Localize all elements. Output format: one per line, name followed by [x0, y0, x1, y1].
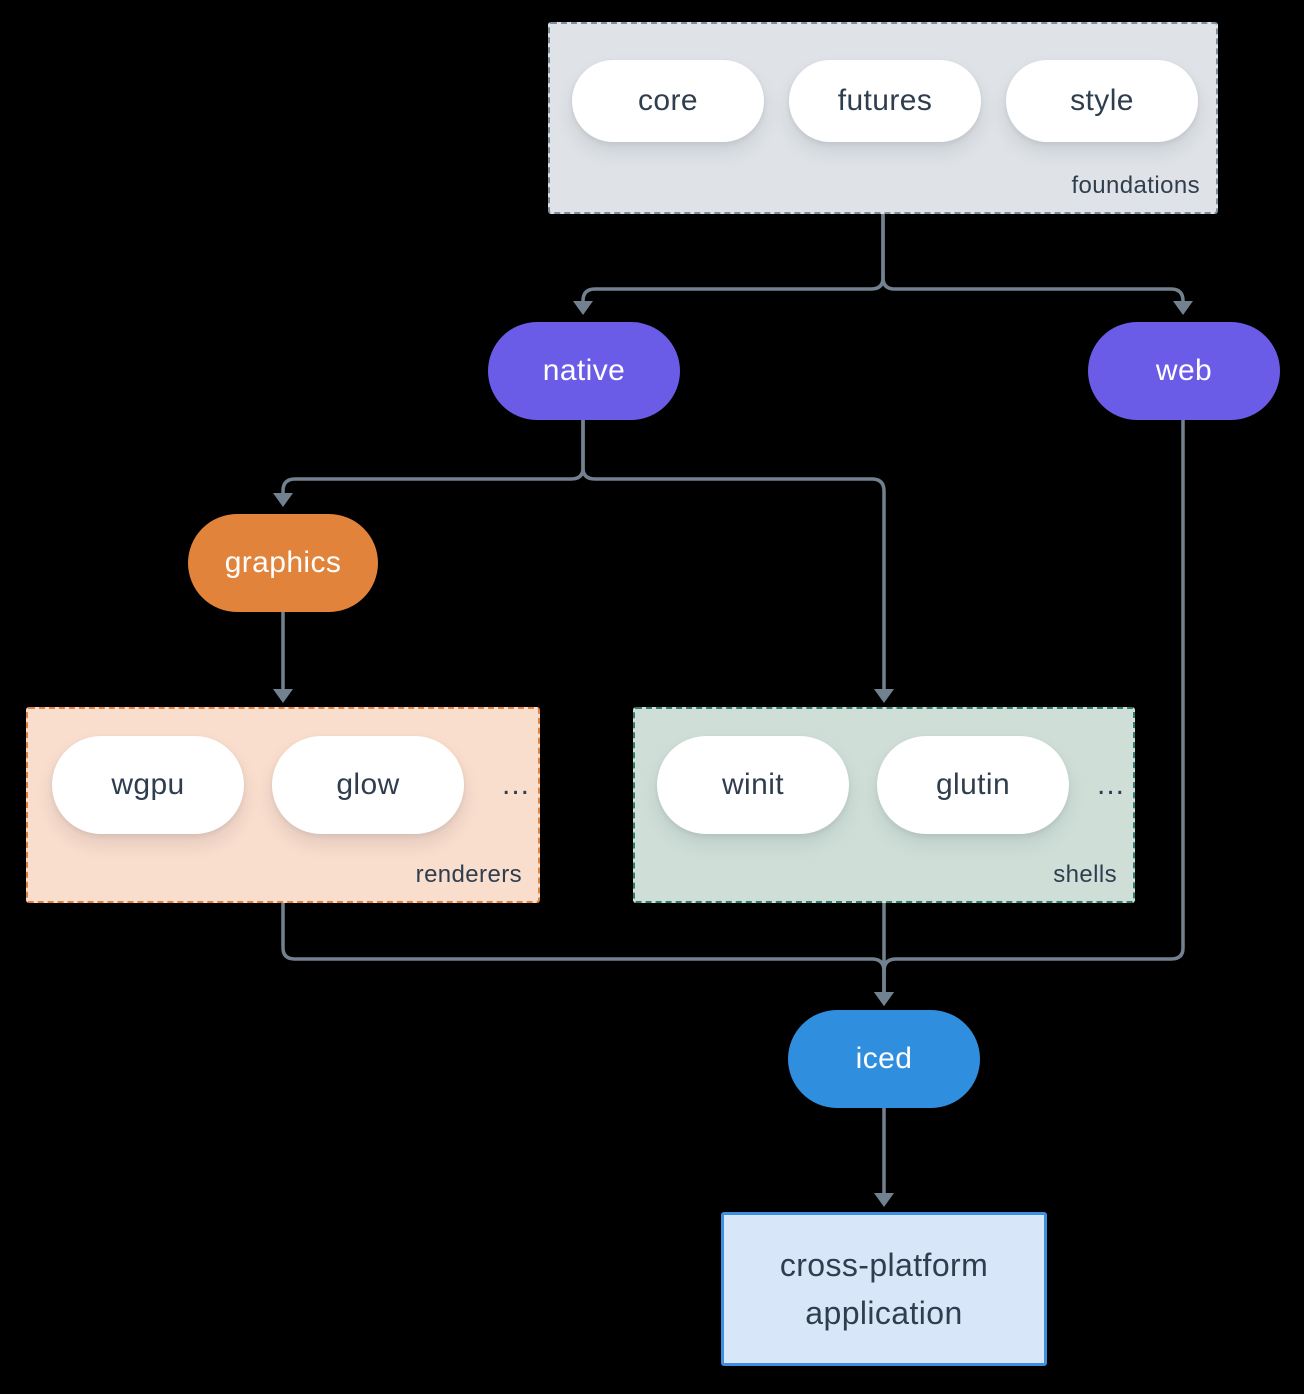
renderers-ellipsis: ... — [502, 768, 531, 801]
node-native: native — [488, 322, 680, 420]
node-wgpu: wgpu — [52, 736, 244, 834]
foundations-label: foundations — [1071, 172, 1200, 199]
node-winit: winit — [657, 736, 849, 834]
arrow-renderers-to-iced — [281, 903, 894, 1006]
arrow-foundations-to-native — [573, 214, 885, 315]
node-iced: iced — [788, 1010, 980, 1108]
node-glow: glow — [272, 736, 464, 834]
arrow-foundations-to-web — [881, 214, 1193, 315]
node-graphics: graphics — [188, 514, 378, 612]
node-core: core — [572, 60, 764, 142]
node-style: style — [1006, 60, 1198, 142]
node-glutin: glutin — [877, 736, 1069, 834]
shells-ellipsis: ... — [1097, 768, 1126, 801]
renderers-group: wgpu glow ... renderers — [26, 707, 540, 903]
shells-group: winit glutin ... shells — [633, 707, 1135, 903]
shells-label: shells — [1053, 861, 1117, 888]
arrow-native-to-graphics — [273, 420, 585, 507]
arrow-native-to-shells — [581, 420, 894, 703]
renderers-label: renderers — [415, 861, 522, 888]
node-cross-platform-application: cross-platform application — [721, 1212, 1047, 1366]
node-futures: futures — [789, 60, 981, 142]
foundations-group: core futures style foundations — [548, 22, 1218, 214]
node-web: web — [1088, 322, 1280, 420]
